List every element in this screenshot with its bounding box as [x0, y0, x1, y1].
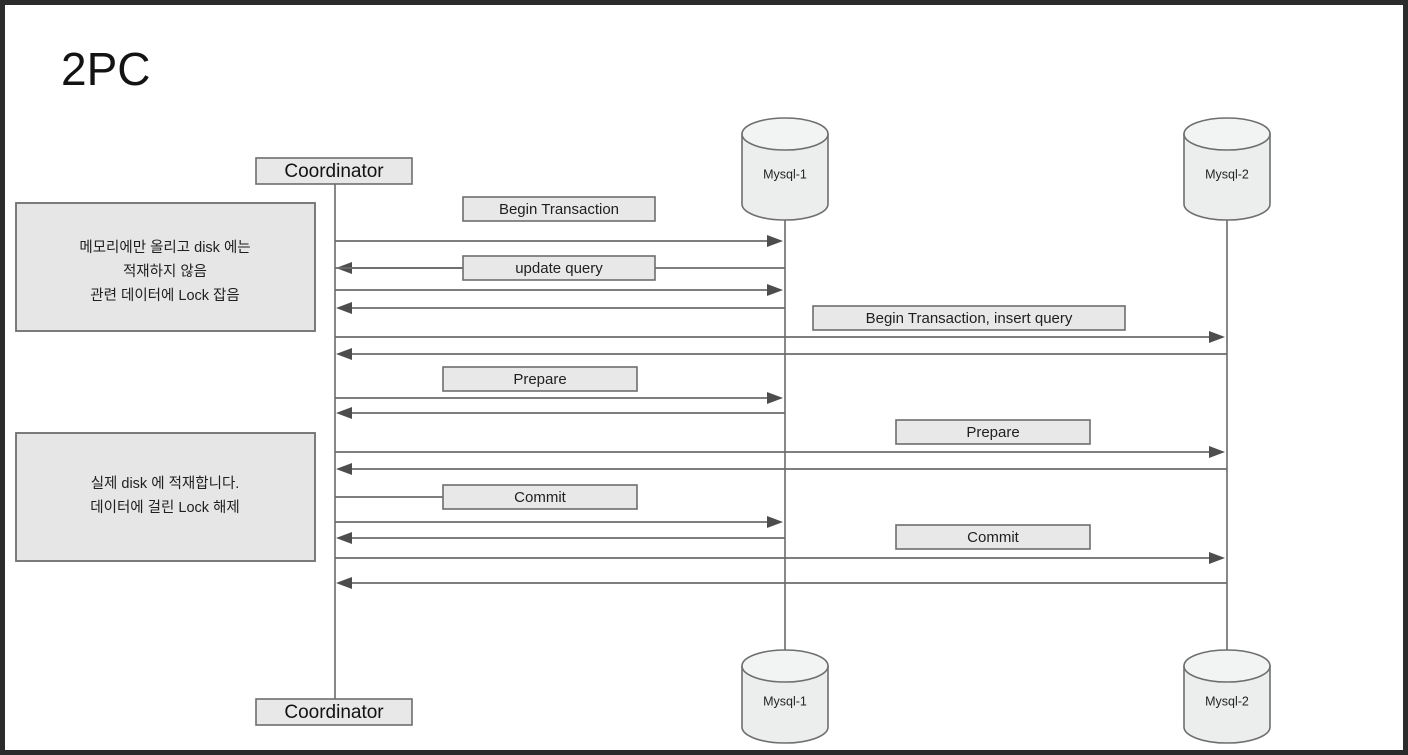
message-arrow-reply-4 [336, 407, 785, 419]
message-arrow-begin-transaction-insert [335, 331, 1225, 343]
message-label-begin-transaction: Begin Transaction [462, 196, 656, 222]
participant-head-coordinator[interactable]: Coordinator [255, 157, 413, 185]
note-prepare-line-2: 적재하지 않음 [123, 263, 207, 280]
message-label-commit-2: Commit [895, 524, 1091, 550]
message-label-prepare-2: Prepare [895, 419, 1091, 445]
message-label-text: Commit [514, 489, 566, 506]
note-prepare-phase: 메모리에만 올리고 disk 에는 적재하지 않음 관련 데이터에 Lock 잡… [15, 202, 316, 332]
message-label-update-query: update query [335, 255, 656, 281]
message-label-commit-1: Commit [335, 484, 638, 510]
message-label-text: Prepare [513, 371, 566, 388]
message-arrow-reply-6 [336, 532, 785, 544]
message-arrow-reply-5 [336, 463, 1227, 475]
participant-label-mysql2-bottom: Mysql-2 [1205, 694, 1249, 708]
note-commit-phase: 실제 disk 에 적재합니다. 데이터에 걸린 Lock 해제 [15, 432, 316, 562]
message-arrow-update-query [335, 284, 783, 296]
message-label-text: Begin Transaction [499, 201, 619, 218]
participant-head-mysql1[interactable]: Mysql-1 [741, 117, 829, 221]
message-label-text: Prepare [966, 424, 1019, 441]
note-prepare-line-1: 메모리에만 올리고 disk 에는 [79, 239, 250, 256]
participant-foot-coordinator[interactable]: Coordinator [255, 698, 413, 726]
participant-foot-mysql2[interactable]: Mysql-2 [1183, 649, 1271, 744]
message-label-text: Begin Transaction, insert query [866, 310, 1073, 327]
message-arrow-prepare-1 [335, 392, 783, 404]
message-arrow-reply-2 [336, 302, 785, 314]
participant-head-mysql2[interactable]: Mysql-2 [1183, 117, 1271, 221]
message-arrow-begin-transaction [335, 235, 783, 247]
message-label-prepare-1: Prepare [442, 366, 638, 392]
message-label-text: update query [515, 260, 603, 277]
note-prepare-line-3: 관련 데이터에 Lock 잡음 [90, 287, 239, 304]
message-arrow-prepare-2 [335, 446, 1225, 458]
message-arrow-commit-2 [335, 552, 1225, 564]
participant-label-mysql2-top: Mysql-2 [1205, 167, 1249, 181]
participant-label-coordinator-top: Coordinator [284, 161, 384, 182]
message-label-begin-transaction-insert: Begin Transaction, insert query [812, 305, 1126, 331]
message-arrow-reply-3 [336, 348, 1227, 360]
participant-label-coordinator-bottom: Coordinator [284, 702, 384, 723]
message-label-text: Commit [967, 529, 1019, 546]
note-commit-line-2: 데이터에 걸린 Lock 해제 [90, 499, 239, 516]
participant-label-mysql1-bottom: Mysql-1 [763, 694, 807, 708]
sequence-diagram: 2PC Coordinator Mysql-1 Mysql-2 메모리에만 올리… [15, 43, 1271, 744]
page-title: 2PC [61, 43, 150, 95]
message-arrow-reply-7 [336, 577, 1227, 589]
participant-label-mysql1-top: Mysql-1 [763, 167, 807, 181]
participant-foot-mysql1[interactable]: Mysql-1 [741, 649, 829, 744]
message-arrow-commit-1 [335, 516, 783, 528]
note-commit-line-1: 실제 disk 에 적재합니다. [91, 475, 240, 492]
